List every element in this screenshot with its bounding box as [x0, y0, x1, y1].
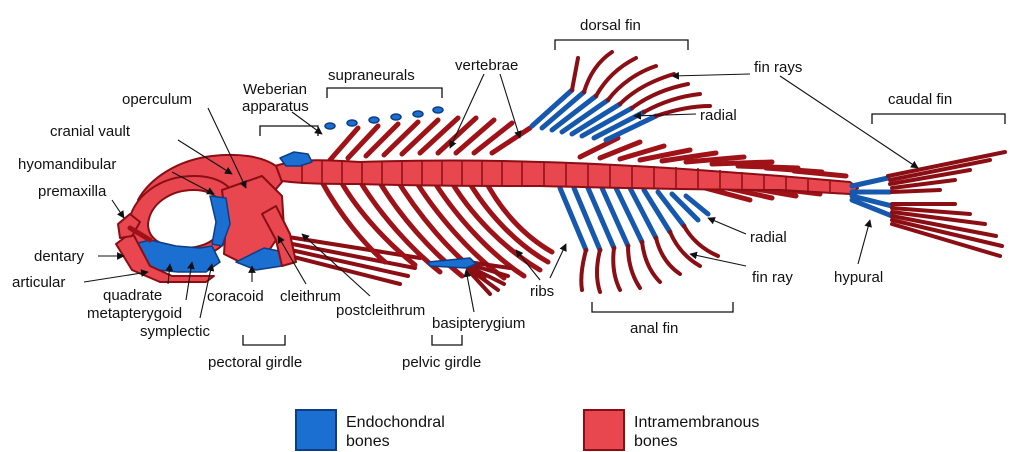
- dorsal-fin-bracket: [555, 40, 688, 50]
- pectoral-fin: [282, 236, 420, 284]
- anal-radials: [560, 188, 708, 250]
- label-hypural: hypural: [834, 269, 883, 286]
- hypural-arrow: [858, 220, 870, 264]
- label-anal-fin: anal fin: [630, 320, 678, 337]
- label-dorsal-fin: dorsal fin: [580, 17, 641, 34]
- legend-label-intramembranous-1: Intramembranous: [634, 414, 759, 431]
- anal-fin-bracket: [592, 302, 733, 312]
- fin-rays-arrow-dorsal: [672, 74, 750, 76]
- label-supraneurals: supraneurals: [328, 67, 415, 84]
- ribs-arrow-2: [550, 244, 566, 278]
- caudal-fin-rays: [888, 152, 1005, 256]
- label-pelvic-girdle: pelvic girdle: [402, 354, 481, 371]
- label-coracoid: coracoid: [207, 288, 264, 305]
- articular-arrow: [84, 272, 148, 282]
- supraneurals-bones: [325, 107, 443, 129]
- label-operculum: operculum: [122, 91, 192, 108]
- weberian-bracket: [260, 126, 318, 136]
- label-ribs: ribs: [530, 283, 554, 300]
- label-cleithrum: cleithrum: [280, 288, 341, 305]
- label-dentary: dentary: [34, 248, 85, 265]
- premaxilla-arrow: [112, 200, 124, 218]
- skull: [116, 155, 296, 282]
- radial-anal-arrow: [708, 218, 746, 234]
- label-cranial-vault: cranial vault: [50, 123, 131, 140]
- label-vertebrae: vertebrae: [455, 57, 518, 74]
- label-weberian-2: apparatus: [242, 98, 309, 115]
- label-fin-rays: fin rays: [754, 59, 802, 76]
- legend-label-intramembranous-2: bones: [634, 433, 678, 450]
- pectoral-girdle-bracket: [243, 335, 285, 345]
- label-quadrate: quadrate: [103, 287, 162, 304]
- fin-rays-arrow-caudal: [780, 76, 918, 168]
- dorsal-radials: [532, 90, 656, 140]
- label-fin-ray: fin ray: [752, 269, 793, 286]
- hypurals: [852, 178, 892, 216]
- vertebrae-arrow-1: [450, 74, 484, 148]
- label-caudal-fin: caudal fin: [888, 91, 952, 108]
- legend-swatch-intramembranous: [584, 410, 624, 450]
- label-postcleithrum: postcleithrum: [336, 302, 425, 319]
- label-symplectic: symplectic: [140, 323, 211, 340]
- legend-swatch-endochondral: [296, 410, 336, 450]
- dorsal-fin-rays: [572, 52, 710, 116]
- legend-label-endochondral-1: Endochondral: [346, 414, 445, 431]
- caudal-fin-bracket: [872, 114, 1005, 124]
- supraneurals-bracket: [327, 88, 442, 98]
- label-basipterygium: basipterygium: [432, 315, 525, 332]
- label-articular: articular: [12, 274, 65, 291]
- label-radial-dorsal: radial: [700, 107, 737, 124]
- weberian-arrow: [292, 112, 322, 134]
- label-weberian-1: Weberian: [243, 81, 307, 98]
- label-radial-anal: radial: [750, 229, 787, 246]
- label-hyomandibular: hyomandibular: [18, 156, 116, 173]
- pelvic-girdle-bracket: [432, 335, 462, 345]
- label-pectoral-girdle: pectoral girdle: [208, 354, 302, 371]
- anal-fin-rays: [581, 226, 718, 292]
- basipterygium-bone: [428, 258, 476, 268]
- weberian-apparatus-bones: [280, 152, 312, 166]
- label-premaxilla: premaxilla: [38, 183, 107, 200]
- legend-label-endochondral-2: bones: [346, 433, 390, 450]
- label-metapterygoid: metapterygoid: [87, 305, 182, 322]
- legend: Endochondral bones Intramembranous bones: [296, 410, 759, 450]
